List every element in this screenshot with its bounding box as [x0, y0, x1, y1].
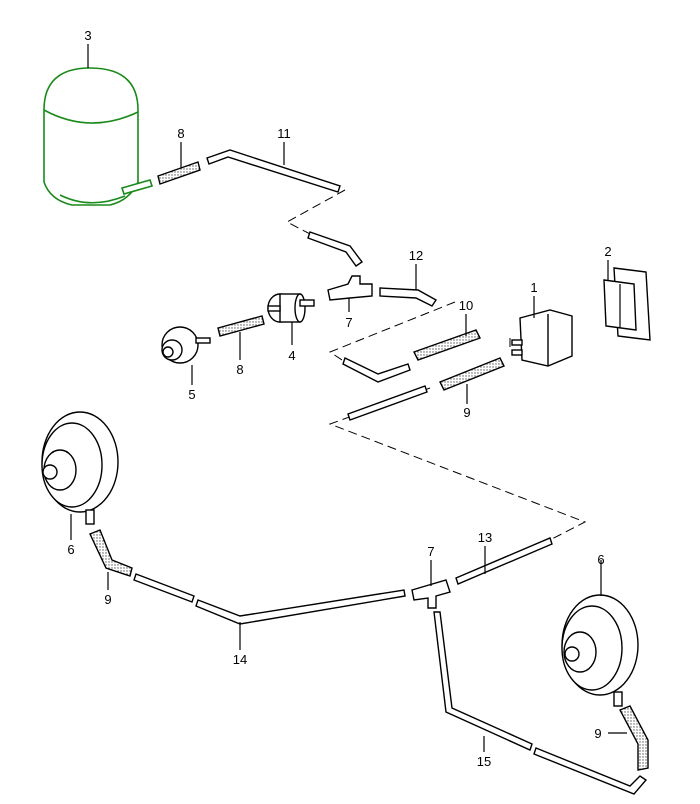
callout-9-middle: 9: [463, 405, 470, 420]
callout-11: 11: [277, 126, 291, 141]
part-4-check-valve[interactable]: [267, 293, 315, 323]
callout-7-lower: 7: [427, 544, 434, 559]
callout-4: 4: [288, 348, 295, 363]
part-6-actuator-right[interactable]: [561, 594, 639, 707]
part-9-hose-left[interactable]: [89, 529, 133, 577]
callout-6-right: 6: [597, 552, 604, 567]
callout-3: 3: [84, 28, 91, 43]
part-7-connector-lower[interactable]: [411, 579, 451, 609]
tube-straight-middle[interactable]: [347, 385, 428, 421]
part-2-bracket[interactable]: [603, 267, 651, 341]
callout-8-top: 8: [177, 126, 184, 141]
dashed-link-1: [285, 189, 346, 236]
callout-10: 10: [459, 298, 473, 313]
part-8-hose-top[interactable]: [157, 161, 201, 185]
callout-15: 15: [477, 754, 491, 769]
tube-bent-middle[interactable]: [342, 357, 411, 383]
part-10-hose[interactable]: [413, 329, 481, 361]
part-3-vacuum-reservoir[interactable]: [43, 67, 154, 206]
callout-1: 1: [530, 280, 537, 295]
callout-9-right: 9: [594, 726, 601, 741]
tube-bent-upper[interactable]: [307, 231, 364, 267]
part-5-valve[interactable]: [161, 326, 211, 364]
callout-14: 14: [233, 652, 247, 667]
dashed-link-4: [328, 387, 587, 542]
part-15-tube[interactable]: [433, 611, 648, 795]
part-11-tube[interactable]: [206, 149, 341, 193]
callout-5: 5: [188, 387, 195, 402]
part-12-tube[interactable]: [379, 287, 438, 307]
callout-7-upper: 7: [345, 315, 352, 330]
part-13-tube[interactable]: [455, 537, 553, 585]
part-7-connector-upper[interactable]: [327, 275, 373, 301]
callout-9-left: 9: [104, 592, 111, 607]
part-6-actuator-left[interactable]: [41, 411, 119, 525]
part-14-tube[interactable]: [133, 573, 406, 625]
part-9-hose-right[interactable]: [619, 705, 649, 771]
part-1-switch-valve[interactable]: [511, 309, 573, 367]
callout-2: 2: [604, 244, 611, 259]
callout-8-middle: 8: [236, 362, 243, 377]
part-9-hose-middle[interactable]: [439, 357, 505, 391]
dashed-link-2: [328, 301, 456, 363]
callout-6-left: 6: [67, 542, 74, 557]
leader-lines: [70, 44, 627, 752]
callout-12: 12: [409, 248, 423, 263]
part-8-hose-middle[interactable]: [217, 315, 265, 337]
callout-13: 13: [478, 530, 492, 545]
